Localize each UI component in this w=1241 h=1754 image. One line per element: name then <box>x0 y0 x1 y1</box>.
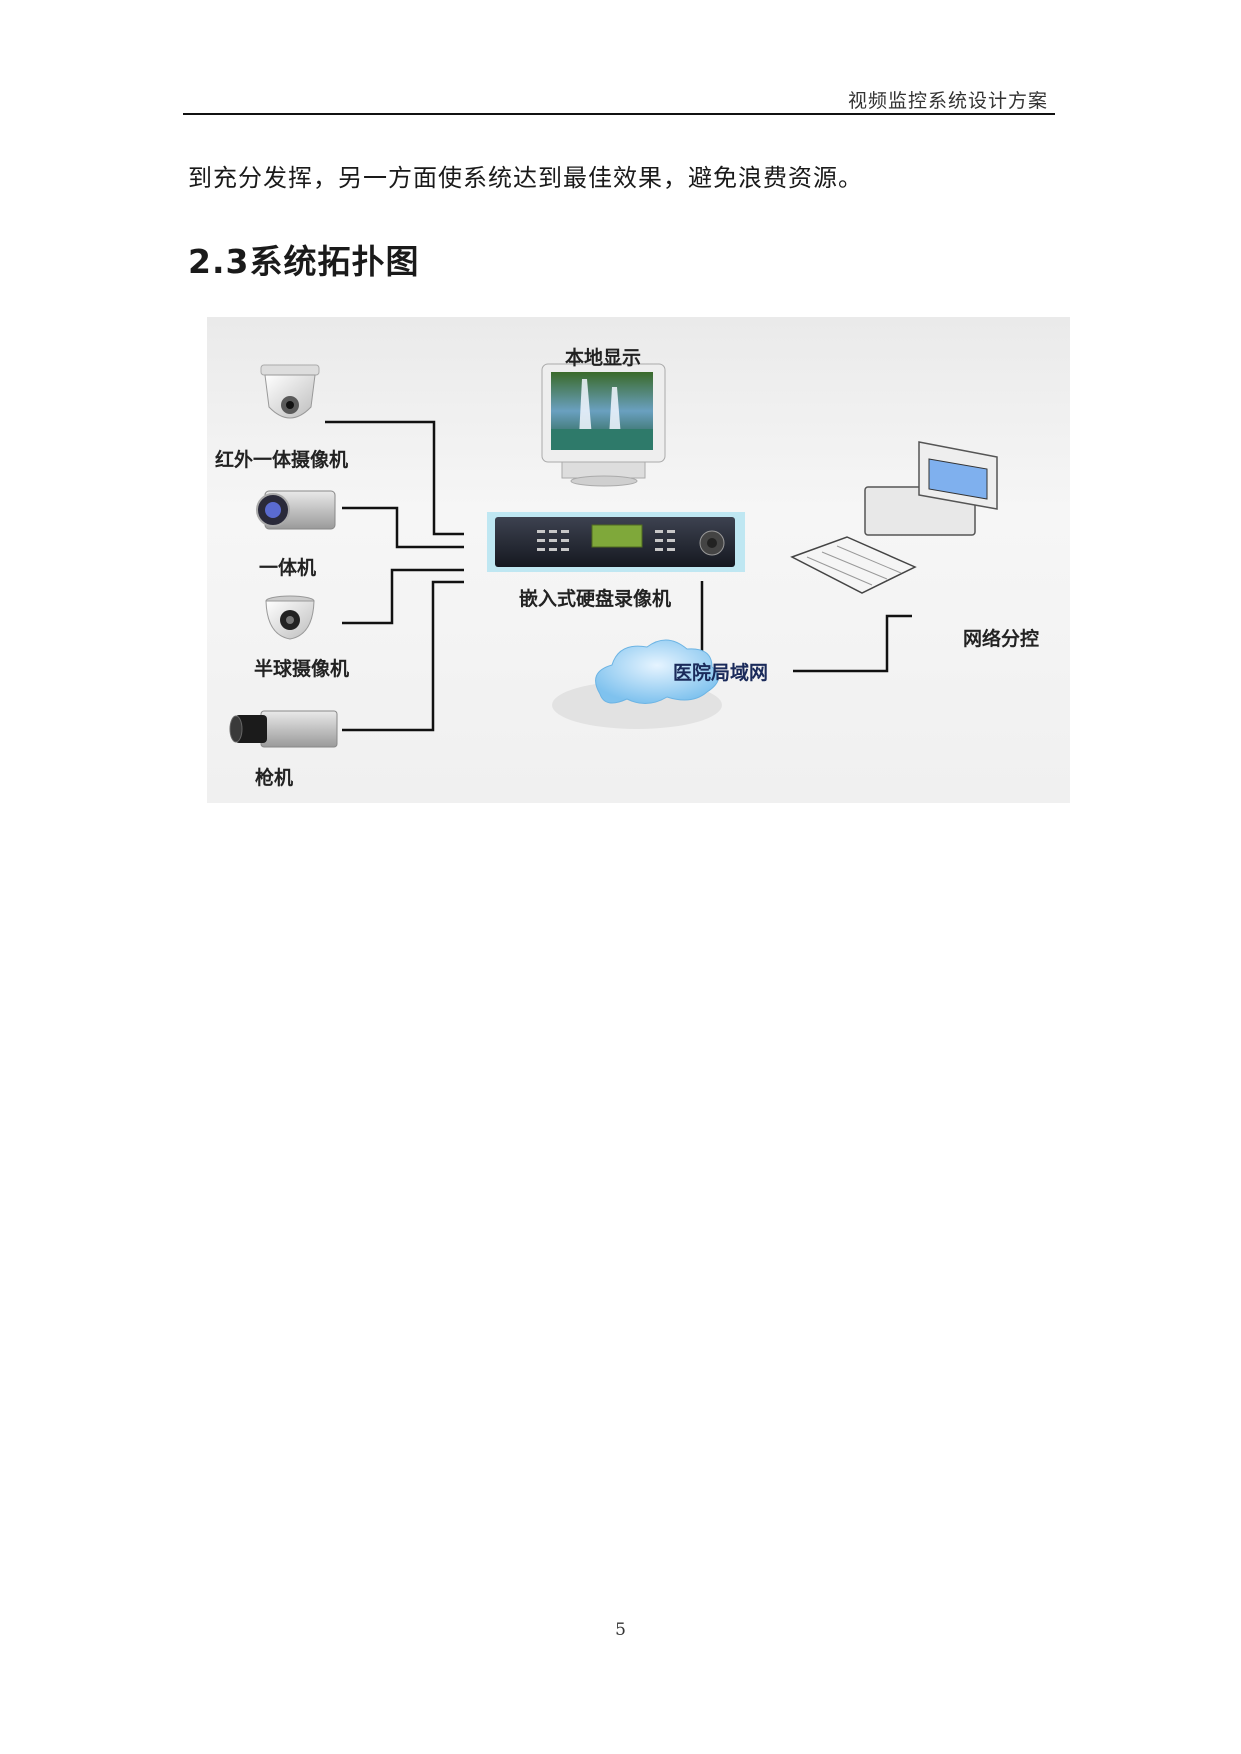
dome-camera-icon <box>265 595 315 640</box>
page-number: 5 <box>615 1620 626 1640</box>
label-dvr: 嵌入式硬盘录像机 <box>519 588 672 610</box>
label-box-camera: 枪机 <box>255 767 294 789</box>
network-control-pc-icon <box>790 441 998 594</box>
topology-diagram: 红外一体摄像机 一体机 半球摄像机 枪机 本地显示 嵌入式硬盘录像机 医院局域网… <box>207 317 1070 803</box>
label-dome-camera: 半球摄像机 <box>254 658 350 680</box>
integrated-camera-icon <box>256 490 336 530</box>
header-rule <box>183 113 1055 115</box>
label-lan: 医院局域网 <box>673 662 769 684</box>
section-heading: 2.3系统拓扑图 <box>188 242 420 281</box>
lan-cloud-icon <box>552 639 722 729</box>
label-network-control: 网络分控 <box>963 628 1040 650</box>
label-integrated-camera: 一体机 <box>259 557 317 579</box>
box-camera-icon <box>229 710 338 748</box>
body-paragraph: 到充分发挥，另一方面使系统达到最佳效果，避免浪费资源。 <box>188 164 863 192</box>
dvr-icon <box>487 512 745 572</box>
topology-graphics <box>229 363 998 748</box>
label-ir-camera: 红外一体摄像机 <box>215 449 349 471</box>
label-local-display: 本地显示 <box>565 347 642 369</box>
header-title: 视频监控系统设计方案 <box>847 90 1048 112</box>
local-display-monitor-icon <box>541 363 666 487</box>
ir-camera-icon <box>260 364 320 419</box>
